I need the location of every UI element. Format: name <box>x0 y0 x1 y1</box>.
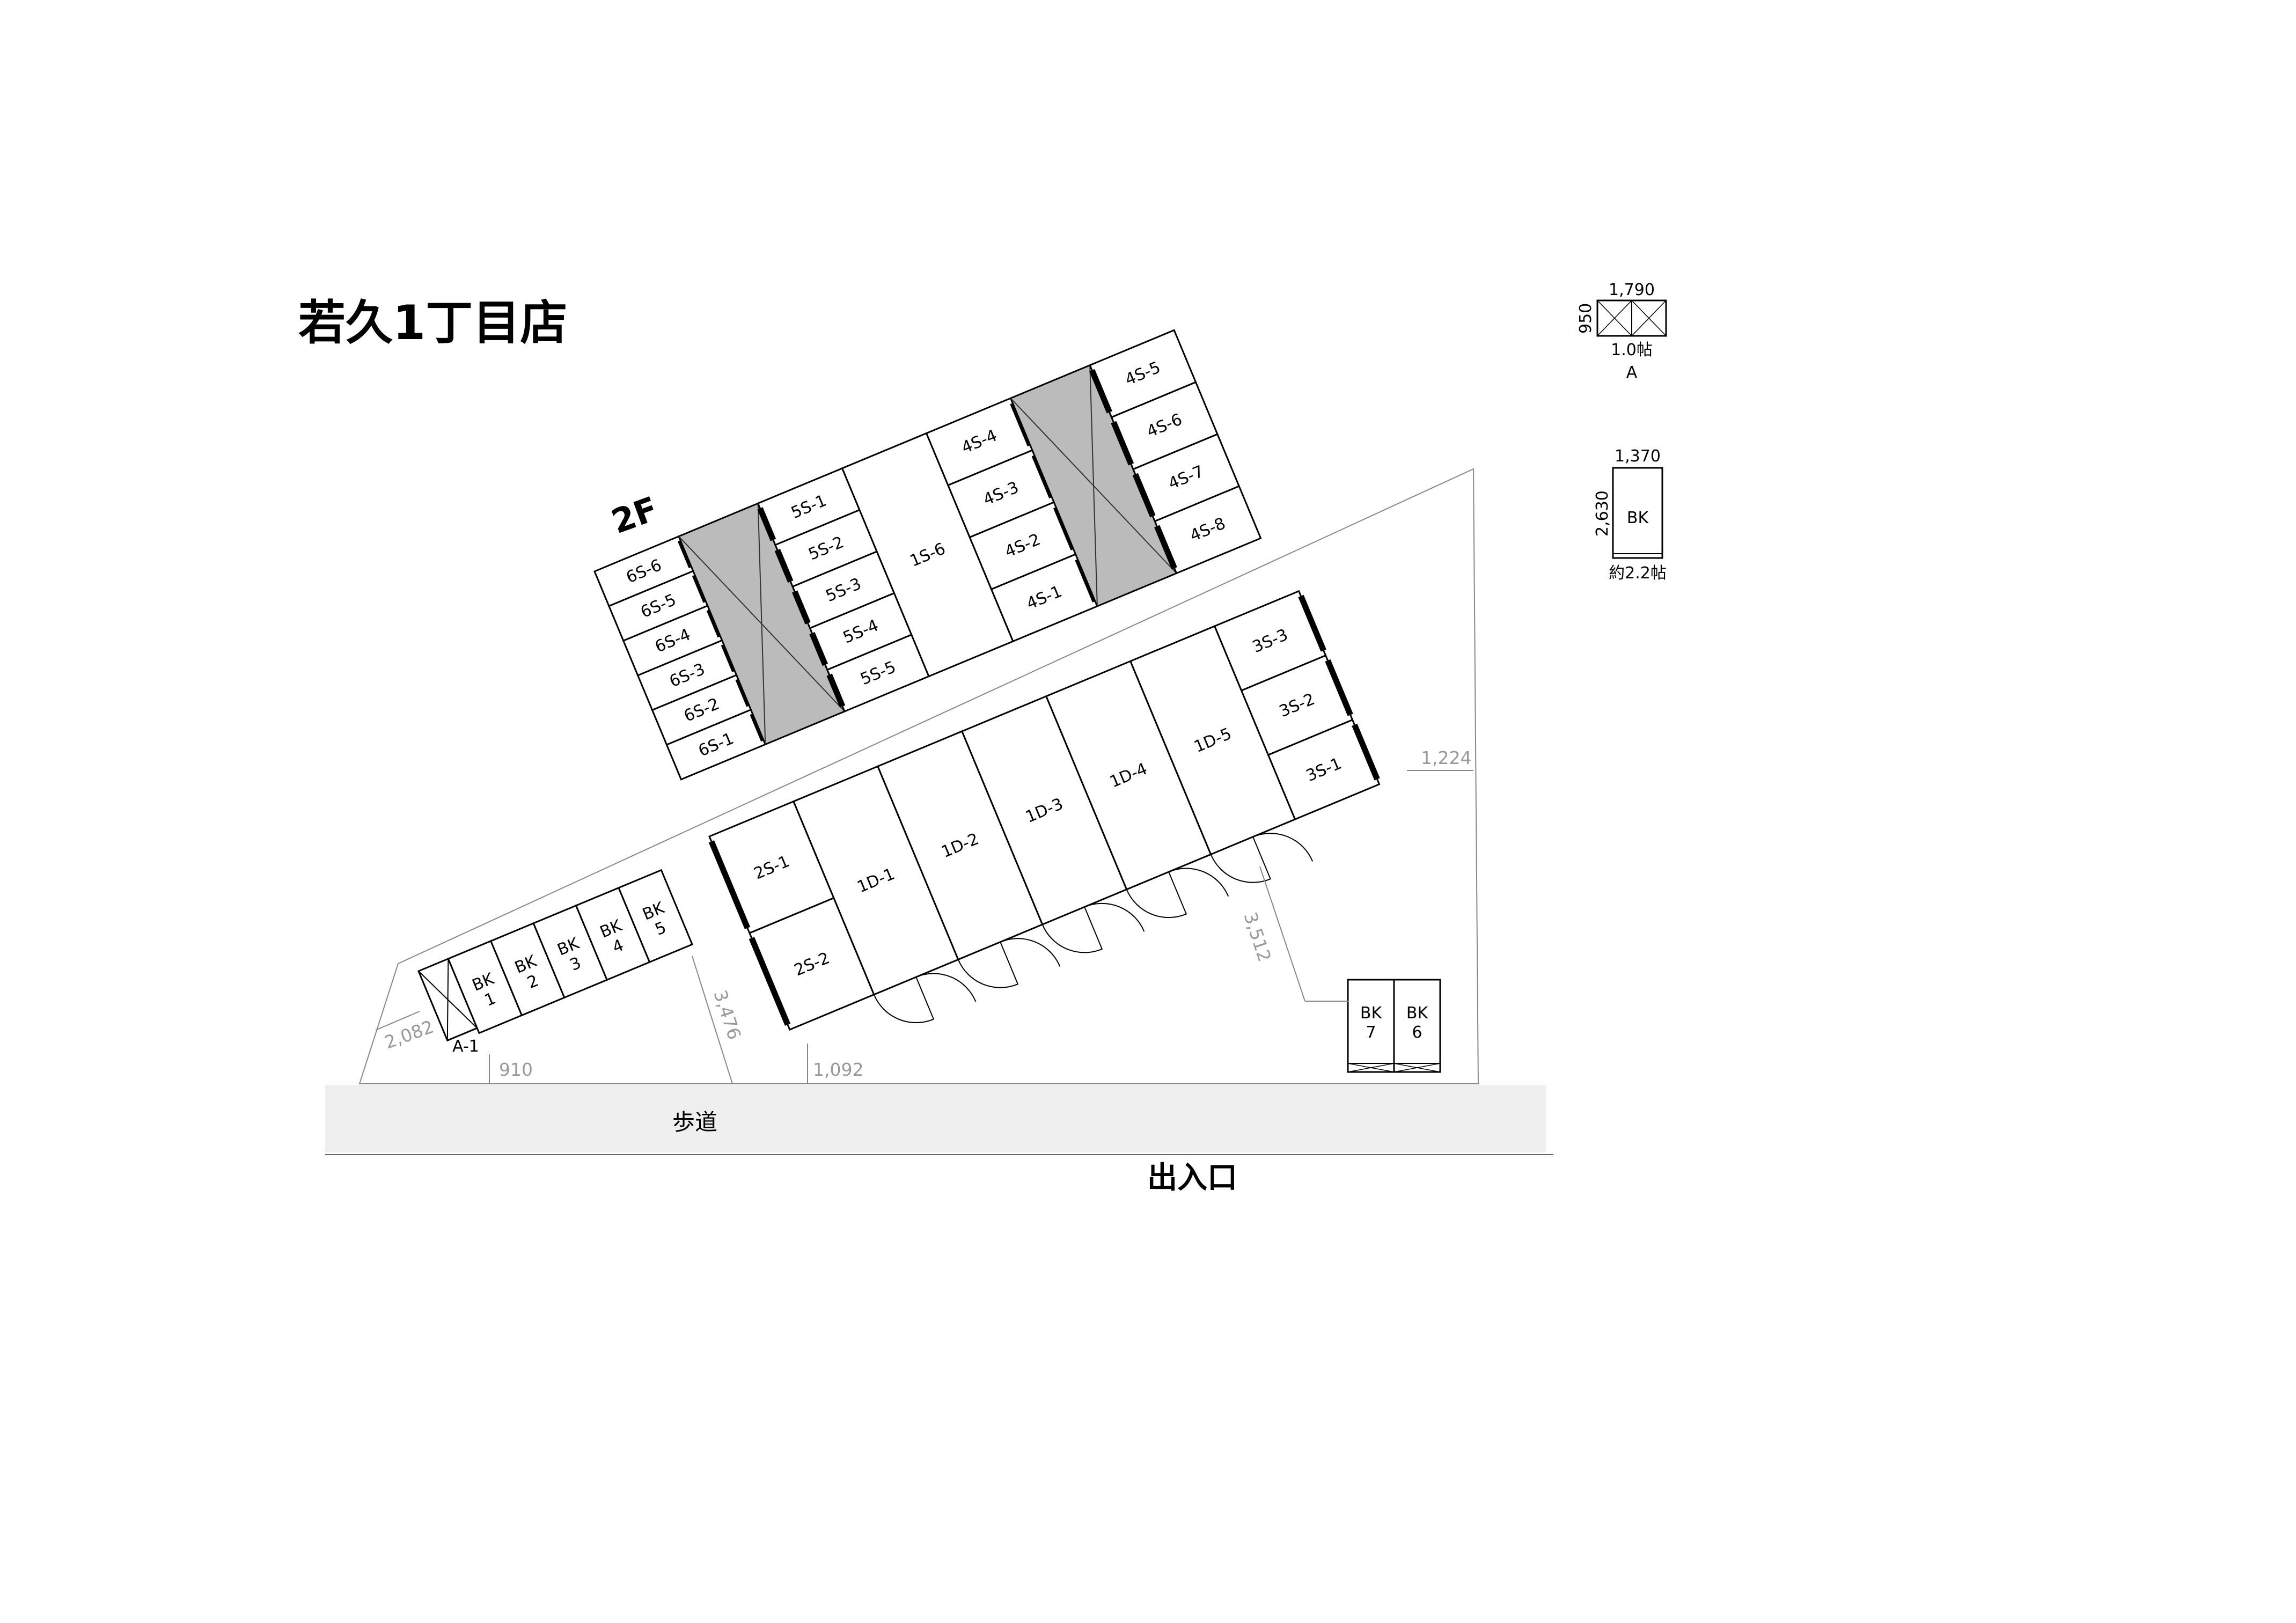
dim-line-3476 <box>692 956 733 1084</box>
door-swing <box>1084 902 1145 932</box>
legend-a-cross <box>1597 300 1632 336</box>
legend-bk-depth: 2,630 <box>1593 490 1612 537</box>
legend-a-area: 1.0帖 <box>1611 341 1653 359</box>
dim-3512: 3,512 <box>1239 909 1275 964</box>
label-bk-7-top: BK <box>1360 1004 1383 1023</box>
legend-bk-area: 約2.2帖 <box>1609 564 1667 583</box>
a1-cross <box>446 958 449 1041</box>
legend-bk-name: BK <box>1627 509 1649 527</box>
entrance-label: 出入口 <box>1147 1161 1237 1195</box>
door-swing <box>1168 868 1229 897</box>
legend-a-width: 1,790 <box>1609 281 1655 299</box>
label-bk-7-num: 7 <box>1366 1023 1376 1042</box>
legend-bk: 1,370 2,630 BK 約2.2帖 <box>1593 447 1667 583</box>
dim-1092: 1,092 <box>813 1059 863 1080</box>
door-swing <box>873 976 935 1023</box>
label-bk-6-top: BK <box>1406 1004 1429 1023</box>
legend-a: 1,790 950 1.0帖 A <box>1576 281 1667 382</box>
bike-row-right: BK 7 BK 6 <box>1347 979 1441 1073</box>
label-a-1: A-1 <box>452 1037 479 1056</box>
door <box>1298 594 1326 652</box>
corridor-diagonal <box>757 503 766 745</box>
dim-1224: 1,224 <box>1421 747 1471 768</box>
sidewalk-band <box>325 1085 1546 1152</box>
door-swing <box>1252 833 1314 862</box>
lot-boundary <box>358 468 1479 1084</box>
lower-building: 2S-1 2S-2 1D-1 1D-2 1D-3 1D-4 1D-5 3S-3 … <box>708 590 1381 1031</box>
bike-row: BK 1 BK 2 BK 3 BK 4 BK 5 <box>417 869 693 1042</box>
door-swing <box>1041 907 1103 953</box>
unit-bk-5[interactable] <box>618 869 693 964</box>
door <box>791 590 811 625</box>
unit-bk-6[interactable] <box>1393 979 1441 1073</box>
legend-a-depth: 950 <box>1576 303 1595 334</box>
door <box>826 673 846 708</box>
door <box>1154 525 1177 570</box>
bk-cross <box>1393 1063 1441 1073</box>
dim-line-2082 <box>375 1011 420 1031</box>
legend-bk-width: 1,370 <box>1615 447 1661 466</box>
door <box>774 548 794 583</box>
column-5s: 5S-1 5S-2 5S-3 5S-4 5S-5 <box>757 467 930 713</box>
label-bk-6-num: 6 <box>1412 1023 1422 1042</box>
bk-cross <box>1347 1063 1395 1073</box>
door <box>1111 421 1134 466</box>
door <box>749 937 791 1026</box>
column-4s-right: 4S-5 4S-6 4S-7 4S-8 <box>1089 329 1262 575</box>
door-swing <box>915 973 977 1002</box>
door <box>809 631 828 666</box>
door <box>1325 659 1353 716</box>
door <box>708 840 751 929</box>
store-title: 若久1丁目店 <box>298 295 567 350</box>
legend-a-name: A <box>1626 363 1638 382</box>
dim-2082: 2,082 <box>382 1016 436 1053</box>
door <box>1132 473 1156 518</box>
legend-bk-box <box>1612 467 1663 559</box>
door-swing <box>1000 938 1061 967</box>
door-swing <box>1126 871 1187 918</box>
upper-building: 6S-6 6S-5 6S-4 6S-3 6S-2 6S-1 5S-1 5S-2 <box>593 329 1262 781</box>
corridor-diagonal <box>1089 365 1098 606</box>
dim-line-3512 <box>1259 866 1305 1002</box>
dim-910: 910 <box>499 1059 533 1080</box>
door <box>1352 723 1380 781</box>
door-swing <box>957 942 1019 988</box>
unit-bk-7[interactable] <box>1347 979 1395 1073</box>
sidewalk-label: 歩道 <box>672 1109 717 1135</box>
door <box>757 507 776 541</box>
floor-label: 2F <box>606 489 663 541</box>
dim-3476: 3,476 <box>709 987 745 1042</box>
legend-a-cross <box>1631 300 1667 336</box>
door <box>1089 369 1112 414</box>
